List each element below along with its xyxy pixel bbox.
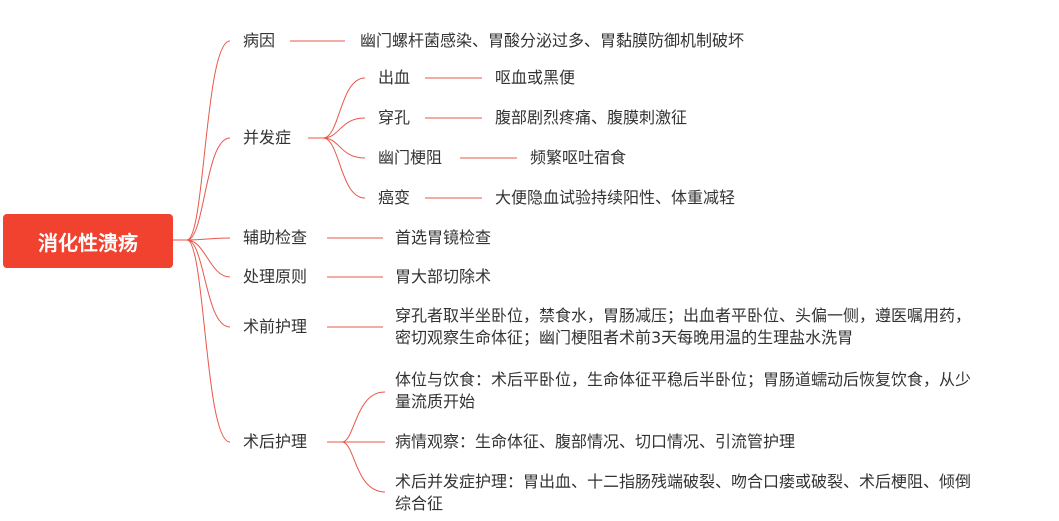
node-malignancy[interactable]: 癌变 [378,188,411,207]
node-perforation-detail[interactable]: 腹部剧烈疼痛、腹膜刺激征 [495,108,688,127]
node-treatment-detail[interactable]: 胃大部切除术 [395,267,492,286]
connector [341,441,386,493]
node-postop-position-line2[interactable]: 量流质开始 [395,392,476,411]
connector [186,137,231,241]
connector [186,40,231,241]
node-preop-detail-line1[interactable]: 穿孔者取半坐卧位，禁食水，胃肠减压；出血者平卧位、头偏一侧，遵医嘱用药， [395,306,972,325]
node-bleeding[interactable]: 出血 [378,68,411,87]
node-cause-detail[interactable]: 幽门螺杆菌感染、胃酸分泌过多、胃黏膜防御机制破坏 [360,31,745,50]
connector [186,239,231,278]
connector [322,137,366,199]
node-perforation[interactable]: 穿孔 [378,108,411,127]
node-postop-observation[interactable]: 病情观察：生命体征、腹部情况、切口情况、引流管护理 [395,432,796,451]
connector [186,237,231,241]
node-postop-position-line1[interactable]: 体位与饮食：术后平卧位，生命体征平稳后半卧位；胃肠道蠕动后恢复饮食，从少 [395,370,972,389]
connector [322,117,366,139]
node-pyloric-obstruction-detail[interactable]: 频繁呕吐宿食 [530,148,627,167]
connector [322,77,366,139]
node-cause[interactable]: 病因 [243,31,276,50]
node-preop-detail-line2[interactable]: 密切观察生命体征；幽门梗阻者术前3天每晚用温的生理盐水洗胃 [395,328,854,347]
root-node[interactable]: 消化性溃疡 [3,214,173,268]
node-postop-complications-line2[interactable]: 综合征 [395,494,444,513]
node-treatment[interactable]: 处理原则 [243,267,308,286]
node-exam-detail[interactable]: 首选胃镜检查 [395,228,492,247]
node-postop-complications-line1[interactable]: 术后并发症护理：胃出血、十二指肠残端破裂、吻合口瘘或破裂、术后梗阻、倾倒 [395,472,972,491]
node-complications[interactable]: 并发症 [243,128,292,147]
connector [186,239,231,443]
node-preop[interactable]: 术前护理 [243,317,308,336]
connector [341,391,386,443]
connector [186,239,231,328]
node-pyloric-obstruction[interactable]: 幽门梗阻 [378,148,443,167]
node-malignancy-detail[interactable]: 大便隐血试验持续阳性、体重减轻 [495,188,736,207]
node-postop[interactable]: 术后护理 [243,432,308,451]
node-bleeding-detail[interactable]: 呕血或黑便 [495,68,576,87]
node-exam[interactable]: 辅助检查 [243,228,308,247]
